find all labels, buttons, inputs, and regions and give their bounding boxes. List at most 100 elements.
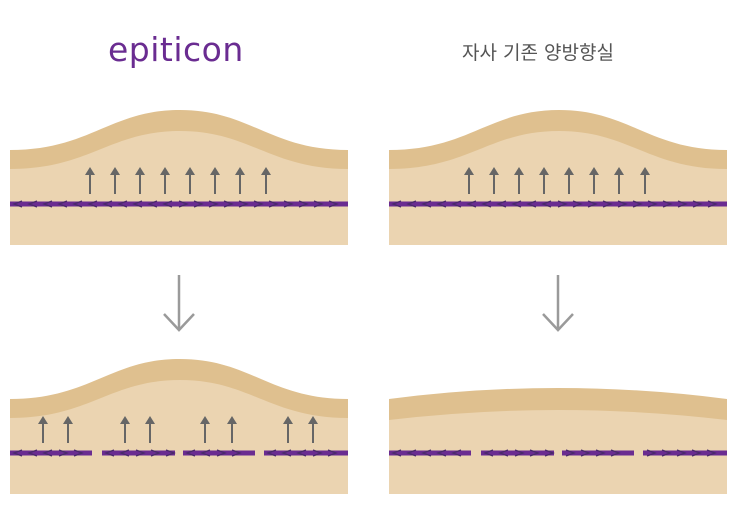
up-arrow-icon	[63, 416, 73, 443]
barb-icon	[391, 200, 402, 208]
comparison-title: 자사 기존 양방향실	[462, 42, 614, 64]
up-arrow-icon	[283, 416, 293, 443]
up-arrow-icon	[308, 416, 318, 443]
panel-bidirectional-before	[389, 110, 727, 245]
skin-surface-layer	[10, 359, 348, 418]
barb-icon	[406, 200, 417, 208]
barb-icon	[119, 449, 130, 457]
barb-icon	[617, 200, 628, 208]
barb-icon	[165, 449, 176, 457]
skin-tissue	[10, 113, 348, 245]
up-arrow-head	[589, 167, 599, 175]
barb-icon	[496, 200, 507, 208]
barb-icon	[466, 200, 477, 208]
barb-icon	[231, 449, 242, 457]
up-arrow-icon	[210, 167, 220, 194]
up-arrow-head	[120, 416, 130, 424]
up-arrow-icon	[589, 167, 599, 194]
thread-line	[10, 201, 348, 207]
up-arrow-head	[489, 167, 499, 175]
skin-tissue	[389, 391, 727, 494]
thread-segment	[643, 449, 727, 457]
barb-icon	[595, 449, 606, 457]
barb-icon	[481, 200, 492, 208]
barb-icon	[572, 200, 583, 208]
barb-icon	[565, 449, 576, 457]
barb-icon	[451, 200, 462, 208]
up-arrow-head	[135, 167, 145, 175]
up-arrow-icon	[185, 167, 195, 194]
barb-icon	[27, 200, 38, 208]
barb-icon	[193, 200, 204, 208]
barb-icon	[451, 449, 462, 457]
barb-icon	[185, 449, 196, 457]
up-arrow-head	[185, 167, 195, 175]
thread-line	[389, 201, 727, 207]
up-arrow-icon	[235, 167, 245, 194]
thread-segment	[389, 449, 471, 457]
skin-surface-layer	[389, 388, 727, 420]
barb-icon	[72, 200, 83, 208]
down-arrow-icon	[163, 275, 195, 332]
up-arrow-icon	[227, 416, 237, 443]
barb-icon	[117, 200, 128, 208]
up-arrow-head	[261, 167, 271, 175]
up-arrow-icon	[200, 416, 210, 443]
barb-icon	[541, 200, 552, 208]
up-arrow-head	[564, 167, 574, 175]
up-arrow-icon	[145, 416, 155, 443]
up-arrow-head	[614, 167, 624, 175]
up-arrow-head	[464, 167, 474, 175]
barb-icon	[268, 200, 279, 208]
barb-icon	[529, 449, 540, 457]
up-arrow-icon	[135, 167, 145, 194]
thread-line	[102, 450, 175, 456]
up-arrow-head	[145, 416, 155, 424]
panel-bidirectional-after	[389, 388, 727, 494]
barb-icon	[147, 200, 158, 208]
barb-icon	[27, 449, 38, 457]
up-arrow-head	[227, 416, 237, 424]
up-arrow-head	[539, 167, 549, 175]
barb-icon	[312, 449, 323, 457]
barb-icon	[707, 200, 718, 208]
barb-icon	[610, 449, 621, 457]
barb-icon	[162, 200, 173, 208]
thread-line	[264, 450, 348, 456]
barb-icon	[406, 449, 417, 457]
panel-epiticon-before	[10, 110, 348, 245]
barb-icon	[42, 200, 53, 208]
barb-icon	[557, 200, 568, 208]
skin-surface-layer	[389, 110, 727, 169]
barb-icon	[283, 200, 294, 208]
skin-surface-layer	[10, 110, 348, 169]
up-arrow-head	[514, 167, 524, 175]
up-arrow-head	[210, 167, 220, 175]
up-arrow-icon	[160, 167, 170, 194]
barb-icon	[223, 200, 234, 208]
thread-segment	[10, 449, 92, 457]
barb-icon	[327, 449, 338, 457]
barb-icon	[313, 200, 324, 208]
barb-icon	[498, 449, 509, 457]
thread-line	[183, 450, 255, 456]
barb-icon	[602, 200, 613, 208]
skin-tissue	[389, 113, 727, 245]
barb-icon	[677, 200, 688, 208]
barb-icon	[200, 449, 211, 457]
up-arrow-head	[308, 416, 318, 424]
thread-line	[481, 450, 554, 456]
thread-segment	[264, 449, 348, 457]
down-arrow-head	[542, 313, 574, 332]
up-arrow-icon	[539, 167, 549, 194]
barb-icon	[646, 449, 657, 457]
barb-icon	[178, 200, 189, 208]
barb-icon	[421, 449, 432, 457]
barb-icon	[676, 449, 687, 457]
thread-line	[389, 450, 471, 456]
up-arrow-icon	[261, 167, 271, 194]
up-arrow-head	[235, 167, 245, 175]
barb-icon	[42, 449, 53, 457]
barb-icon	[150, 449, 161, 457]
